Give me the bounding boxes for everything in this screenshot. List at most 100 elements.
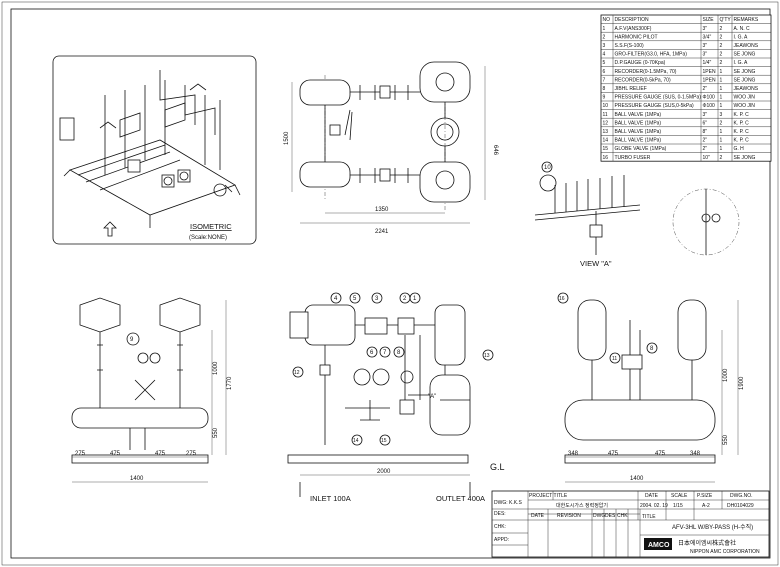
isometric-scale: (Scale:NONE) xyxy=(189,235,227,241)
table-cell-no: 14 xyxy=(603,138,609,144)
table-cell-remarks: SE JONG xyxy=(734,69,756,75)
table-cell-remarks: WOO JIN xyxy=(734,103,756,109)
balloon-8-right: 8 xyxy=(646,342,658,354)
svg-text:8: 8 xyxy=(650,346,654,352)
table-cell-size: 1PEN xyxy=(703,69,716,75)
tb-psize-value: A-2 xyxy=(702,503,710,509)
table-cell-no: 10 xyxy=(603,103,609,109)
table-cell-description: BALL VALVE (1MPa) xyxy=(615,129,662,135)
table-cell-remarks: K. P. C xyxy=(734,129,750,135)
plan-view: 1350 2241 1500 646 xyxy=(284,61,498,235)
table-cell-remarks: I. G. A xyxy=(734,60,749,66)
table-cell-qty: 2 xyxy=(720,52,723,58)
table-cell-no: 6 xyxy=(603,69,606,75)
table-cell-description: TURBO FUSER xyxy=(615,155,651,161)
table-cell-qty: 1 xyxy=(720,77,723,83)
balloon-12: 12 xyxy=(292,366,304,378)
table-cell-qty: 2 xyxy=(720,26,723,32)
plan-dim-inner: 1350 xyxy=(375,207,389,213)
balloon-3: 3 xyxy=(371,292,383,304)
left-elev-dim-total: 1400 xyxy=(130,476,144,482)
table-cell-no: 12 xyxy=(603,120,609,126)
table-cell-size: 3" xyxy=(703,52,708,58)
table-cell-remarks: A. N. C xyxy=(734,26,751,32)
table-cell-size: Φ100 xyxy=(703,95,716,101)
right-elev-dim-b3: 348 xyxy=(690,451,701,457)
table-cell-no: 1 xyxy=(603,26,606,32)
table-header-description: DESCRIPTION xyxy=(615,17,650,23)
table-cell-no: 16 xyxy=(603,155,609,161)
table-cell-size: 8" xyxy=(703,129,708,135)
view-a: 10 VIEW "A" xyxy=(534,161,740,268)
table-cell-size: 3" xyxy=(703,112,708,118)
table-cell-qty: 1 xyxy=(720,95,723,101)
table-cell-no: 7 xyxy=(603,77,606,83)
table-cell-no: 4 xyxy=(603,52,606,58)
view-a-label: VIEW "A" xyxy=(580,259,612,268)
tb-date-value: 2004. 02. 19 xyxy=(640,503,668,509)
svg-text:6: 6 xyxy=(370,350,374,356)
tb-project-label: PROJECT TITLE xyxy=(529,493,568,499)
balloon-14: 14 xyxy=(351,434,363,446)
table-cell-size: 2" xyxy=(703,146,708,152)
balloon-4: 4 xyxy=(330,292,342,304)
tb-company: 日本에이엠씨株式會社 xyxy=(678,539,736,547)
table-cell-description: GLOBE VALVE (1MPa) xyxy=(615,146,667,152)
table-cell-remarks: K. P. C xyxy=(734,120,750,126)
table-cell-qty: 2 xyxy=(720,34,723,40)
balloon-5: 5 xyxy=(349,292,361,304)
table-cell-description: A.F.V(ANS300F) xyxy=(615,26,652,32)
front-elevation: 2000 G.L INLET 100A OUTLET 400A "A" 4 5 … xyxy=(287,292,505,503)
company-logo xyxy=(644,538,672,550)
tb-logo: AMCO xyxy=(648,542,670,549)
balloon-11: 11 xyxy=(609,352,621,364)
balloon-13: 13 xyxy=(482,349,494,361)
tb-dwg: DWG: K.K.S xyxy=(494,500,522,506)
svg-text:3: 3 xyxy=(375,296,379,302)
front-elev-dim-total: 2000 xyxy=(377,469,391,475)
tb-rev-chk: CHK xyxy=(617,513,628,519)
balloon-1: 1 xyxy=(409,292,421,304)
left-elev-dim-b2: 475 xyxy=(155,451,166,457)
table-cell-no: 15 xyxy=(603,146,609,152)
isometric-view: ISOMETRIC (Scale:NONE) xyxy=(52,55,257,245)
table-header-no: NO xyxy=(603,17,611,23)
left-elev-dim-b1: 475 xyxy=(110,451,121,457)
front-elev-gl: G.L xyxy=(490,462,505,472)
table-cell-size: Φ100 xyxy=(703,103,716,109)
table-cell-description: RECORDER(0-5kPa, 70) xyxy=(615,77,671,83)
plan-dim-outer: 2241 xyxy=(375,229,389,235)
table-cell-remarks: SE JONG xyxy=(734,77,756,83)
table-cell-no: 11 xyxy=(603,112,608,118)
table-cell-description: JIBHL RELIEF xyxy=(615,86,647,92)
front-elev-inlet: INLET 100A xyxy=(310,494,351,503)
plan-dim-height-right: 646 xyxy=(492,145,498,156)
svg-text:12: 12 xyxy=(294,370,300,376)
table-header-size: SIZE xyxy=(703,17,715,23)
left-elev-balloon-9: 9 xyxy=(130,337,134,343)
tb-scale-value: 1/15 xyxy=(673,503,683,509)
table-cell-remarks: K. P. C xyxy=(734,138,750,144)
table-cell-qty: 1 xyxy=(720,103,723,109)
tb-appd: APPD: xyxy=(494,537,509,543)
tb-company-en: NIPPON AMC CORPORATION xyxy=(690,549,760,555)
svg-text:4: 4 xyxy=(334,296,338,302)
table-cell-size: 2" xyxy=(703,138,708,144)
left-elev-dim-550: 550 xyxy=(213,427,219,438)
table-cell-no: 13 xyxy=(603,129,609,135)
table-cell-remarks: G. H xyxy=(734,146,745,152)
table-cell-size: 10" xyxy=(703,155,711,161)
tb-rev-dwg: DWG xyxy=(593,513,605,519)
table-cell-description: S.S.F(S-100) xyxy=(615,43,645,49)
table-cell-remarks: JEAWONS xyxy=(734,43,759,49)
front-elev-outlet: OUTLET 400A xyxy=(436,494,485,503)
table-cell-qty: 1 xyxy=(720,138,723,144)
title-block: DWG: K.K.S DES: CHK: APPD: PROJECT TITLE… xyxy=(491,490,770,558)
table-cell-remarks: SE JONG xyxy=(734,52,756,58)
balloon-6: 6 xyxy=(366,346,378,358)
tb-title-value: AFV-3HL W/BY-PASS (H-수직) xyxy=(672,524,753,531)
tb-rev-date: DATE xyxy=(531,513,545,519)
view-a-balloon: 10 xyxy=(544,165,551,171)
table-cell-qty: 2 xyxy=(720,60,723,66)
